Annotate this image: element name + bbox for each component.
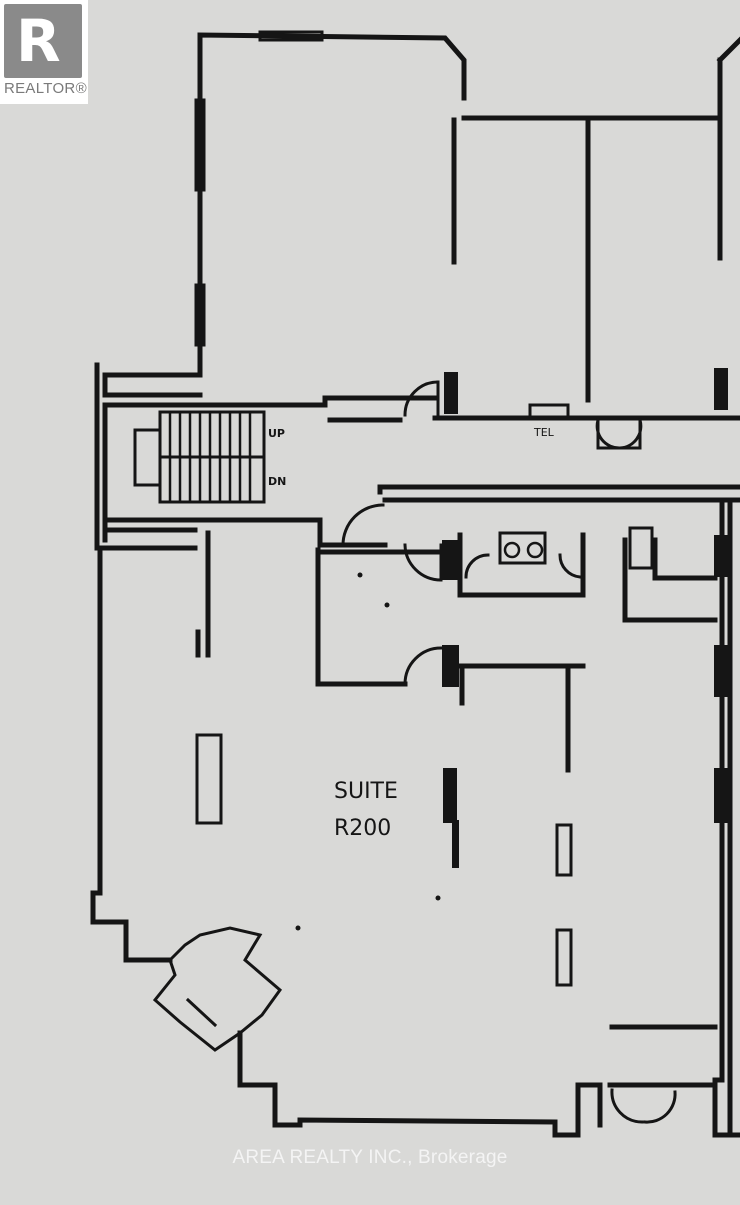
- realtor-logo: R REALTOR®: [0, 0, 88, 104]
- stair-up-label: UP: [268, 427, 285, 440]
- stair-down-label: DN: [268, 475, 286, 488]
- realtor-logo-text: REALTOR®: [4, 80, 87, 97]
- brokerage-watermark: AREA REALTY INC., Brokerage: [232, 1147, 508, 1168]
- wall-stair-enclosure: [94, 362, 198, 551]
- suite-label-line2: R200: [334, 816, 391, 841]
- suite-label-line1: SUITE: [334, 779, 398, 804]
- wall-top-left-room: [197, 32, 467, 363]
- wall-washrooms: [315, 547, 408, 687]
- realtor-r-icon: R: [4, 4, 82, 78]
- wall-suite-r200: [90, 547, 173, 963]
- tel-label: TEL: [533, 426, 555, 439]
